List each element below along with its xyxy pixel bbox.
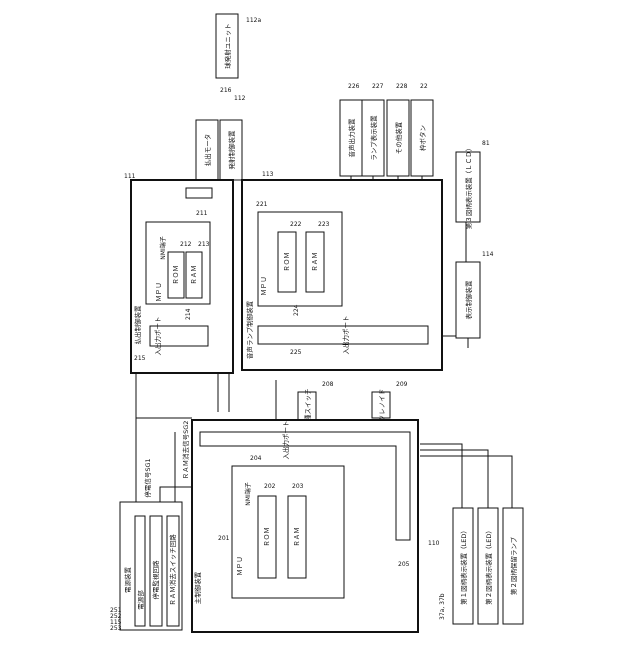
svg-text:204: 204 [250, 455, 262, 462]
svg-text:214: 214 [185, 308, 192, 320]
svg-text:202: 202 [264, 483, 276, 490]
svg-text:112a: 112a [246, 17, 261, 24]
svg-text:221: 221 [256, 201, 268, 208]
svg-text:114: 114 [482, 251, 494, 258]
ram-clear-signal-label: ＲＡＭ消去信号SG2 [181, 421, 190, 480]
line-disp1 [420, 444, 462, 508]
svg-text:253: 253 [110, 625, 122, 632]
other-io-box: その他装置 228 [387, 83, 409, 176]
svg-text:ＲＯＭ: ＲＯＭ [263, 527, 271, 547]
svg-text:球発射ユニット: 球発射ユニット [223, 23, 232, 69]
sound-io-box: 音声出力装置 226 [340, 83, 362, 176]
svg-text:入出力ポート: 入出力ポート [341, 316, 350, 355]
svg-text:212: 212 [180, 241, 192, 248]
svg-text:227: 227 [372, 83, 384, 90]
main-controller: 110 主制御装置 入出力ポート 204 205 201 ＭＰＵ NMI端子 Ｒ… [192, 420, 440, 632]
svg-text:ソレノイド: ソレノイド [378, 389, 386, 422]
payout-controller: 111 払出制御装置 211 ＭＰＵ NMI端子 ＲＯＭ 212 ＲＡＭ 213… [124, 173, 233, 373]
svg-text:ＲＡＭ消去スイッチ回路: ＲＡＭ消去スイッチ回路 [168, 534, 177, 606]
svg-text:NMI端子: NMI端子 [244, 482, 252, 505]
svg-text:表示制御装置: 表示制御装置 [464, 280, 473, 320]
svg-text:その他装置: その他装置 [394, 121, 403, 154]
svg-text:215: 215 [134, 355, 146, 362]
svg-text:ランプ表示装置: ランプ表示装置 [369, 115, 378, 161]
svg-text:ＲＯＭ: ＲＯＭ [172, 265, 180, 285]
frame-btn-box: 枠ボタン 22 [411, 83, 433, 176]
svg-text:電源装置: 電源装置 [123, 567, 132, 594]
svg-text:ＲＡＭ: ＲＡＭ [293, 527, 301, 547]
disp2-box: 第２図柄表示装置（LED） [478, 508, 498, 624]
svg-text:201: 201 [218, 535, 230, 542]
power-supply: 電源装置 電源部 停電監視回路 ＲＡＭ消去スイッチ回路 115 251 252 … [110, 502, 182, 632]
svg-text:NMI端子: NMI端子 [159, 236, 167, 259]
svg-text:216: 216 [220, 87, 232, 94]
svg-text:113: 113 [262, 171, 274, 178]
svg-text:音声ランプ制御装置: 音声ランプ制御装置 [245, 300, 254, 359]
hold2-box: 第２図柄保留ランプ [503, 508, 523, 624]
svg-text:112: 112 [234, 95, 246, 102]
svg-text:22: 22 [420, 83, 428, 90]
svg-text:主制御装置: 主制御装置 [193, 571, 202, 604]
svg-text:入出力ポート: 入出力ポート [153, 317, 162, 356]
svg-text:停電監視回路: 停電監視回路 [151, 560, 160, 600]
lamp-disp-box: ランプ表示装置 227 [362, 83, 384, 176]
svg-text:252: 252 [110, 613, 122, 620]
svg-text:209: 209 [396, 381, 408, 388]
svg-text:81: 81 [482, 140, 490, 147]
svg-text:111: 111 [124, 173, 136, 180]
svg-text:222: 222 [290, 221, 302, 228]
svg-text:213: 213 [198, 241, 210, 248]
svg-text:払出制御装置: 払出制御装置 [133, 305, 142, 345]
svg-text:228: 228 [396, 83, 408, 90]
svg-text:電源部: 電源部 [136, 590, 145, 610]
svg-text:入出力ポート: 入出力ポート [281, 421, 290, 460]
svg-text:枠ボタン: 枠ボタン [418, 125, 427, 151]
svg-text:37a, 37b: 37a, 37b [439, 593, 446, 620]
svg-text:ＭＰＵ: ＭＰＵ [236, 556, 244, 576]
svg-text:第２図柄表示装置（LED）: 第２図柄表示装置（LED） [484, 527, 493, 605]
svg-text:第２図柄保留ランプ: 第２図柄保留ランプ [509, 536, 518, 595]
svg-text:第３図柄表示装置（ＬＣＤ）: 第３図柄表示装置（ＬＣＤ） [464, 145, 473, 230]
svg-text:ＲＡＭ: ＲＡＭ [190, 265, 198, 285]
svg-text:ＲＯＭ: ＲＯＭ [283, 252, 291, 272]
disp-ctrl-box: 表示制御装置 114 [456, 251, 494, 338]
solenoid-box: ソレノイド 209 [372, 381, 408, 421]
svg-text:226: 226 [348, 83, 360, 90]
svg-text:224: 224 [293, 304, 300, 316]
svg-text:ＲＡＭ: ＲＡＭ [311, 252, 319, 272]
svg-text:ＭＰＵ: ＭＰＵ [260, 276, 268, 296]
disp1-box: 第１図柄表示装置（LED） 37a, 37b [439, 508, 473, 624]
svg-text:払出モータ: 払出モータ [203, 134, 212, 167]
lcd-box: 第３図柄表示装置（ＬＣＤ） 81 [456, 140, 490, 229]
svg-text:205: 205 [398, 561, 410, 568]
svg-text:110: 110 [428, 540, 440, 547]
line-disp2 [420, 450, 488, 508]
line-hold2 [420, 456, 512, 508]
svg-text:225: 225 [290, 349, 302, 356]
svg-text:ＭＰＵ: ＭＰＵ [155, 282, 163, 302]
svg-text:211: 211 [196, 210, 208, 217]
sound-lamp-controller: 113 音声ランプ制御装置 221 ＭＰＵ ＲＯＭ 222 ＲＡＭ 223 入出… [242, 171, 442, 370]
launch-unit-box: 球発射ユニット 112a [216, 14, 261, 78]
svg-text:223: 223 [318, 221, 330, 228]
outage-signal-label: 停電信号SG1 [143, 458, 152, 497]
svg-text:音声出力装置: 音声出力装置 [347, 118, 356, 158]
launch-ctrl-box: 発射制御装置 112 [220, 95, 246, 180]
svg-text:203: 203 [292, 483, 304, 490]
svg-text:第１図柄表示装置（LED）: 第１図柄表示装置（LED） [459, 527, 468, 605]
svg-text:208: 208 [322, 381, 334, 388]
svg-text:発射制御装置: 発射制御装置 [227, 130, 236, 170]
